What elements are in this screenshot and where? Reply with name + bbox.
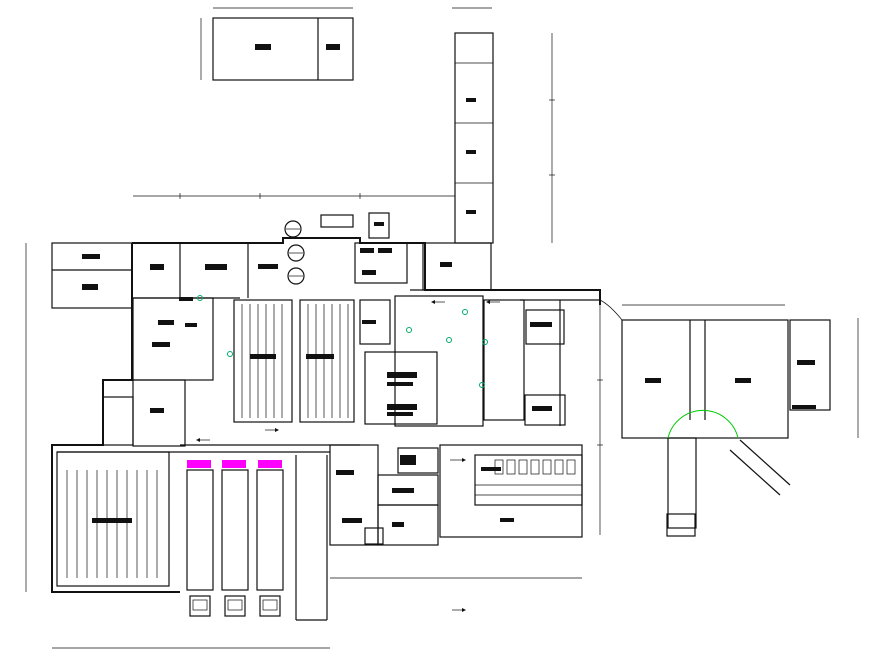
central-rooms	[354, 242, 600, 427]
north-wing-cells	[452, 7, 555, 244]
east-building	[599, 299, 859, 537]
dimension-line-top	[133, 193, 455, 199]
corridor	[180, 444, 360, 621]
truck-icon	[186, 469, 214, 617]
green-circle-marker	[197, 295, 488, 388]
main-building	[51, 237, 601, 593]
truck-icon	[256, 469, 284, 617]
lower-middle-rooms	[329, 444, 439, 546]
unloading-bays	[187, 460, 282, 468]
tanks	[284, 212, 390, 285]
lower-right-rooms	[439, 444, 583, 538]
production-hall-2	[299, 299, 355, 423]
dimension-lines-right	[25, 243, 603, 649]
cold-storage-left	[56, 451, 180, 587]
truck-icon	[221, 469, 249, 617]
production-hall-1	[233, 299, 293, 423]
arrow-icon	[196, 300, 500, 612]
detached-building-top	[200, 7, 354, 81]
